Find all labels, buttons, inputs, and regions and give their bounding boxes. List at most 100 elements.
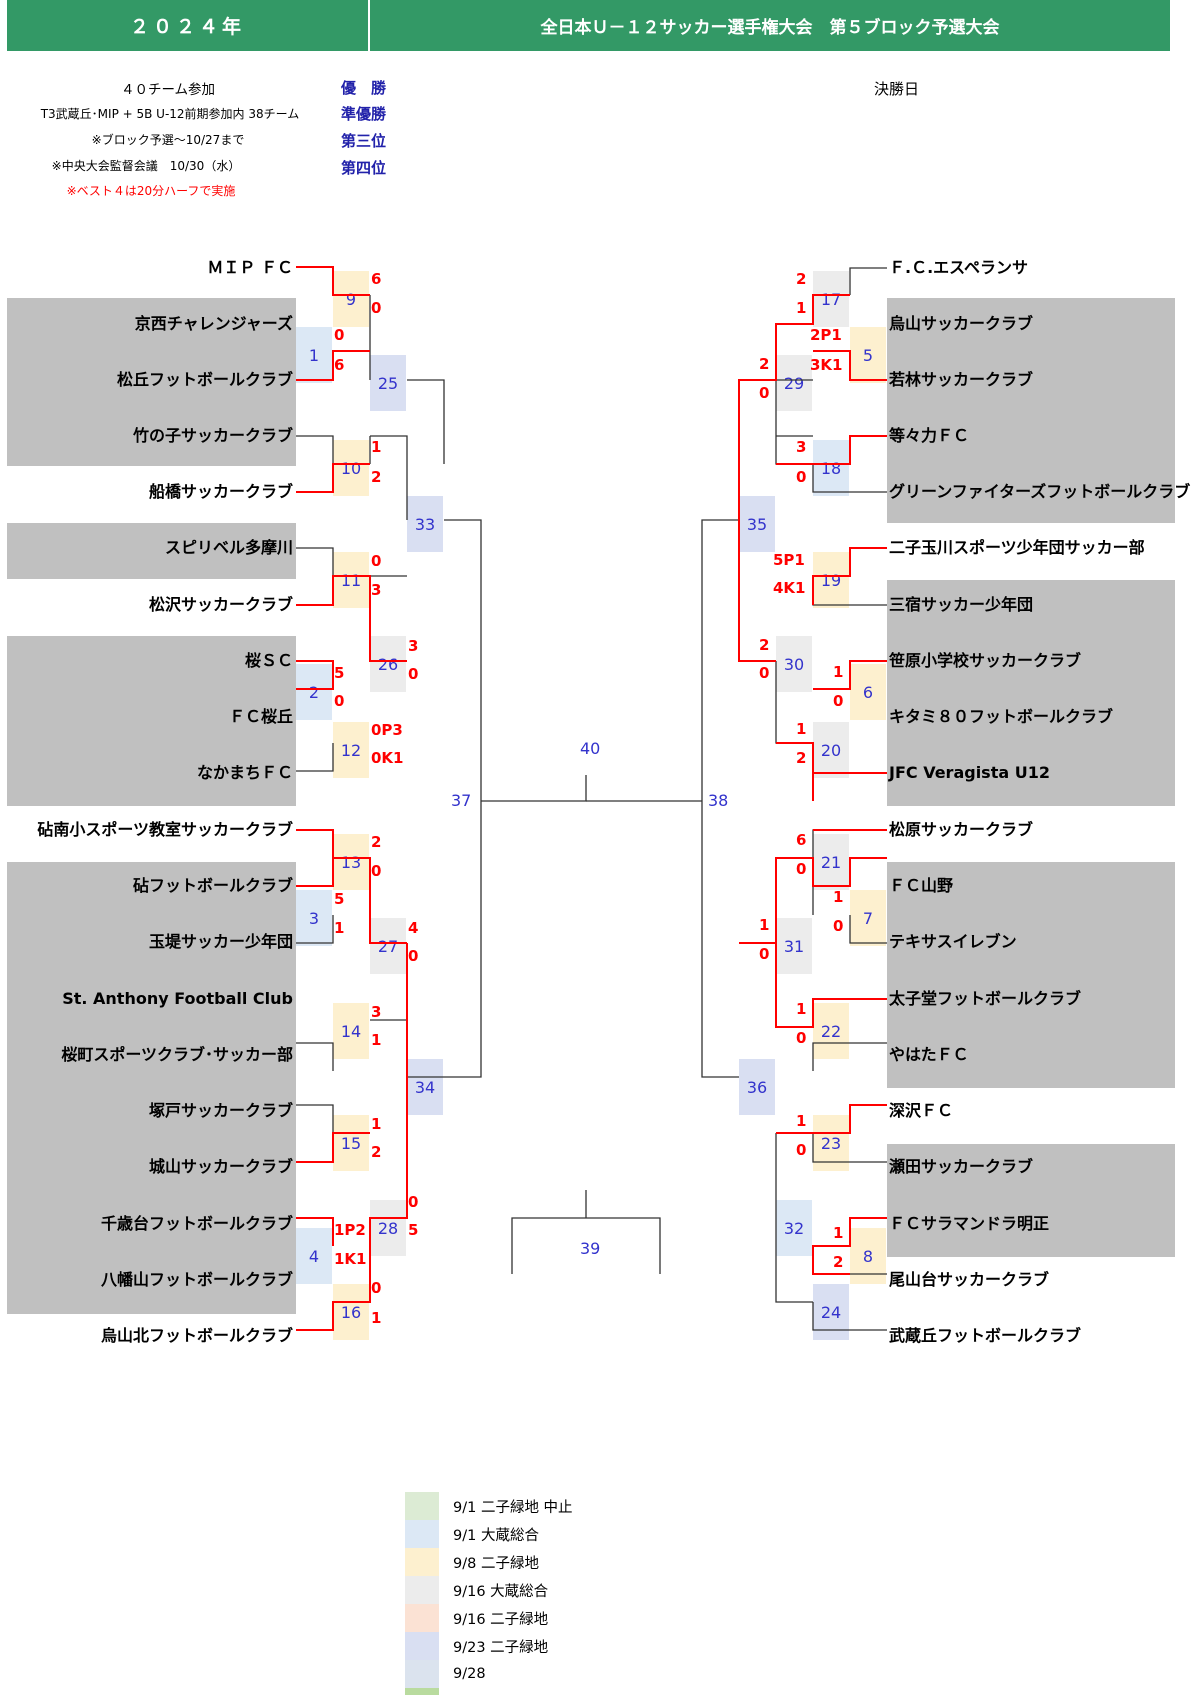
score: 0 (759, 384, 770, 402)
score: 2 (371, 833, 382, 851)
final-day-label: 決勝日 (874, 80, 920, 98)
match-38-label: 38 (708, 791, 729, 810)
match-box: 9 (333, 271, 369, 327)
match-box: 34 (407, 1059, 443, 1115)
team-band (7, 636, 296, 806)
match-box: 8 (850, 1228, 886, 1284)
info-note-3: ※中央大会監督会議 10/30（水） (51, 159, 241, 173)
score: 1 (796, 1112, 807, 1130)
score: 1 (833, 888, 844, 906)
score: 1K1 (334, 1250, 367, 1268)
score: 0 (796, 1141, 807, 1159)
match-box: 32 (776, 1200, 812, 1256)
team-left: 千歳台フットボールクラブ (100, 1214, 293, 1233)
team-left: 城山サッカークラブ (148, 1157, 293, 1176)
score: 1 (371, 438, 382, 456)
team-right: 深沢ＦＣ (889, 1101, 954, 1120)
score: 0 (833, 692, 844, 710)
score: 1 (796, 1000, 807, 1018)
score: 0 (408, 1193, 419, 1211)
score: 1 (833, 663, 844, 681)
team-right: 太子堂フットボールクラブ (889, 989, 1082, 1008)
score: 0 (371, 862, 382, 880)
match-box: 29 (776, 355, 812, 411)
match-box: 27 (370, 918, 406, 974)
team-left: 砧南小スポーツ教室サッカークラブ (37, 820, 293, 839)
team-left: スピリベル多摩川 (164, 538, 293, 557)
match-box: 7 (850, 890, 886, 946)
match-box: 33 (407, 496, 443, 552)
team-left: なかまちＦＣ (196, 763, 293, 782)
match-box: 1 (296, 327, 332, 383)
score: 1 (371, 1031, 382, 1049)
match-39-label: 39 (580, 1239, 601, 1258)
score: 3 (371, 581, 382, 599)
match-box: 35 (739, 496, 775, 552)
info-note-2: ※ブロック予選～10/27まで (91, 133, 245, 147)
match-box: 18 (813, 440, 849, 496)
team-band (887, 580, 1175, 806)
score: 3 (796, 438, 807, 456)
score: 2 (759, 355, 770, 373)
score: 2 (371, 468, 382, 486)
score: 2 (833, 1253, 844, 1271)
score: 0P3 (371, 721, 403, 739)
match-37-label: 37 (451, 791, 472, 810)
team-left: ＭＩＰ ＦＣ (207, 258, 293, 277)
score: 0 (408, 947, 419, 965)
team-left: 八幡山フットボールクラブ (100, 1270, 293, 1289)
match-box: 20 (813, 722, 849, 778)
match-box: 16 (333, 1284, 369, 1340)
team-left: 砧フットボールクラブ (132, 876, 293, 895)
match-box: 23 (813, 1115, 849, 1171)
match-box: 25 (370, 355, 406, 411)
score: 0 (796, 1029, 807, 1047)
team-right: テキサスイレブン (889, 932, 1017, 951)
score: 1 (796, 299, 807, 317)
legend-item: 9/1 二子緑地 中止 (405, 1492, 573, 1520)
team-right: 二子玉川スポーツ少年団サッカー部 (889, 538, 1145, 557)
team-right: キタミ８０フットボールクラブ (889, 707, 1114, 726)
team-left: 玉堤サッカー少年団 (148, 932, 293, 951)
match-box: 17 (813, 271, 849, 327)
match-box: 2 (296, 664, 332, 720)
score: 3 (371, 1003, 382, 1021)
match-box: 30 (776, 636, 812, 692)
score: 5 (334, 664, 345, 682)
match-40-label: 40 (580, 739, 601, 758)
score: 0 (334, 692, 345, 710)
match-box: 14 (333, 1003, 369, 1059)
info-note-1: T3武蔵丘･MIP + 5B U-12前期参加内 38チーム (40, 107, 300, 121)
score: 1 (371, 1309, 382, 1327)
team-left: 京西チャレンジャーズ (134, 314, 293, 333)
score: 0 (833, 917, 844, 935)
score: 0K1 (371, 749, 404, 767)
team-left: 松沢サッカークラブ (148, 595, 293, 614)
score: 5P1 (773, 551, 805, 569)
team-left: ＦＣ桜丘 (228, 707, 293, 726)
match-box: 4 (296, 1228, 332, 1284)
legend-item: 9/23 二子緑地 (405, 1632, 548, 1660)
score: 2 (371, 1143, 382, 1161)
score: 6 (796, 831, 807, 849)
score: 4 (408, 919, 419, 937)
legend-item: 9/1 大蔵総合 (405, 1520, 539, 1548)
team-right: ＦＣサラマンドラ明正 (889, 1214, 1050, 1233)
team-right: 烏山サッカークラブ (889, 314, 1034, 333)
header-year: ２０２４年 (7, 0, 368, 51)
match-box: 6 (850, 664, 886, 720)
match-box: 28 (370, 1200, 406, 1256)
legend-item: 9/16 二子緑地 (405, 1604, 548, 1632)
team-right: 等々力ＦＣ (889, 426, 970, 445)
team-left: 烏山北フットボールクラブ (100, 1326, 293, 1345)
match-box: 5 (850, 327, 886, 383)
score: 1P2 (334, 1221, 366, 1239)
team-band (887, 298, 1175, 523)
score: 0 (371, 1279, 382, 1297)
team-right: やはたＦＣ (889, 1045, 969, 1064)
team-band (887, 862, 1175, 1088)
team-left: St. Anthony Football Club (62, 989, 293, 1008)
score: 3 (408, 637, 419, 655)
match-box: 19 (813, 552, 849, 608)
match-box: 13 (333, 834, 369, 890)
